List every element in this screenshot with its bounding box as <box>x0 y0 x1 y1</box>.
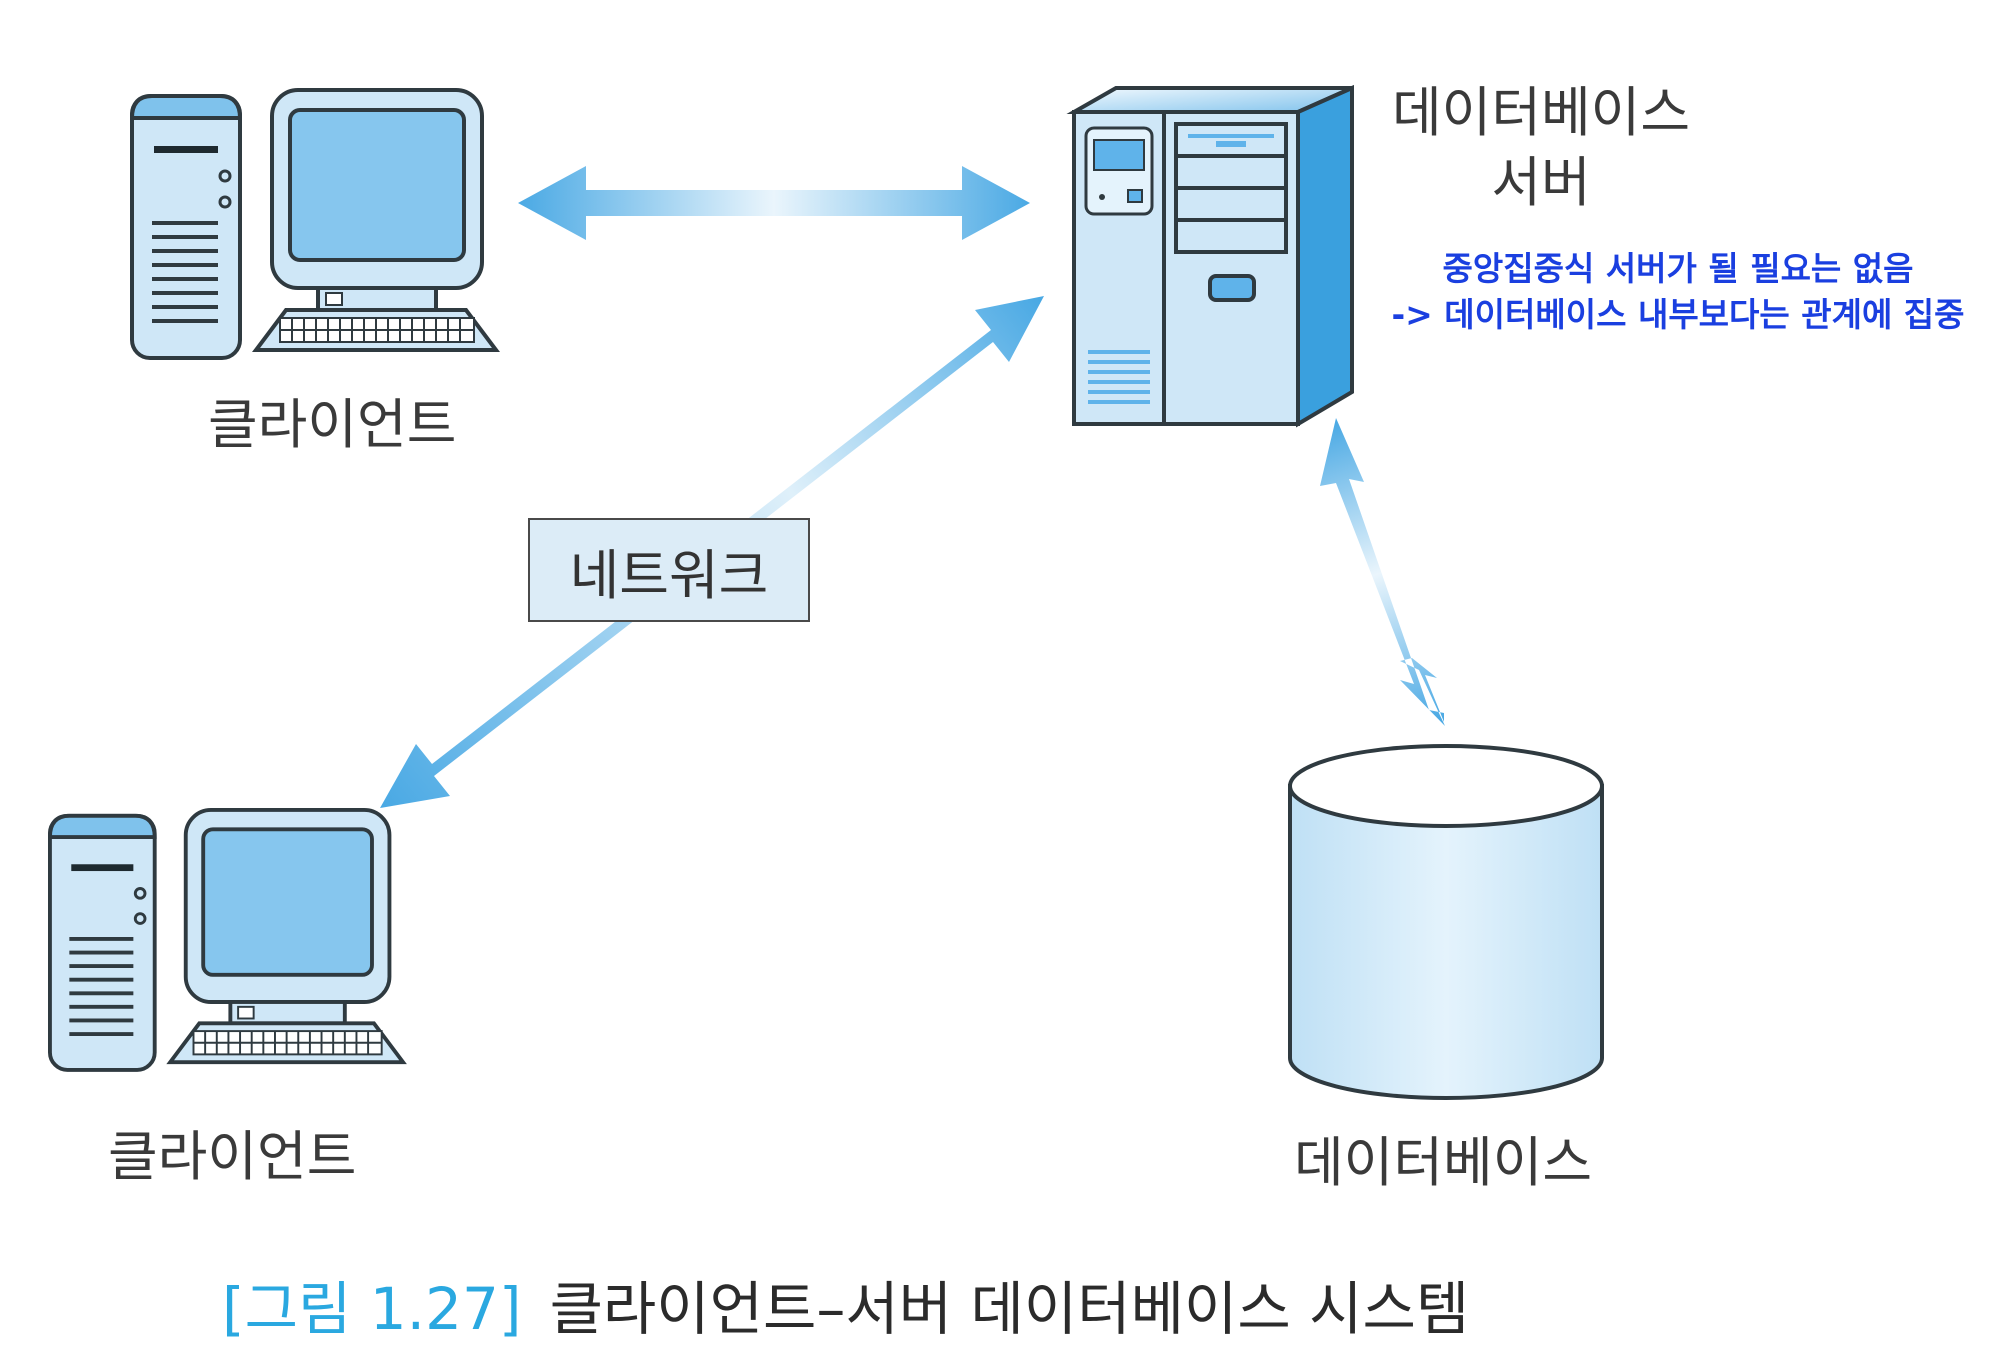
server-label-line2: 서버 <box>1491 151 1591 215</box>
server-label-line1: 데이터베이스 <box>1391 81 1691 144</box>
client-computer-icon <box>47 808 407 1072</box>
figure-title: 클라이언트–서버 데이터베이스 시스템 <box>549 1275 1470 1343</box>
client-label-bottom: 클라이언트 <box>108 1125 357 1188</box>
figure-caption: [그림 1.27] 클라이언트–서버 데이터베이스 시스템 <box>222 1262 1469 1346</box>
server-tower-icon <box>1066 84 1354 428</box>
annotation-line2: -> 데이터베이스 내부보다는 관계에 집중 <box>1391 295 1965 335</box>
annotation-note: 중앙집중식 서버가 될 필요는 없음 -> 데이터베이스 내부보다는 관계에 집… <box>1368 246 1988 338</box>
arrow-client-server <box>518 166 1030 240</box>
arrow-server-database <box>1320 418 1445 726</box>
network-label-box: 네트워크 <box>528 518 810 622</box>
server-label: 데이터베이스 서버 <box>1376 78 1706 218</box>
database-label: 데이터베이스 <box>1294 1131 1593 1194</box>
client-label-top: 클라이언트 <box>208 393 457 456</box>
annotation-line1: 중앙집중식 서버가 될 필요는 없음 <box>1442 249 1914 288</box>
network-label: 네트워크 <box>569 543 769 607</box>
figure-number: [그림 1.27] <box>222 1275 522 1343</box>
database-cylinder-icon <box>1288 744 1604 1100</box>
client-computer-icon <box>129 88 500 360</box>
